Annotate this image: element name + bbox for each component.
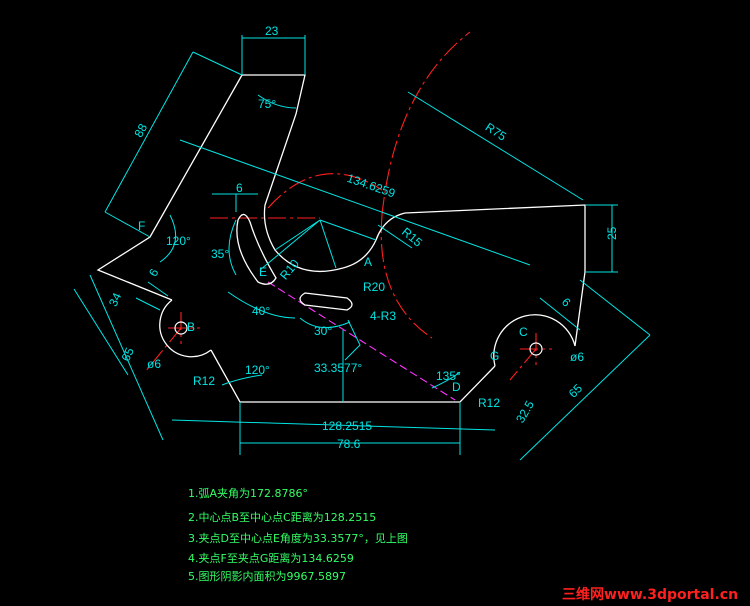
outline-right — [404, 204, 586, 347]
dim-120-f: 120° — [166, 234, 191, 248]
dim-1282: 128.2515 — [322, 419, 372, 433]
dim-34: 34 — [106, 290, 124, 308]
r75-arc-centerline — [381, 31, 471, 216]
centerline-b-diag — [144, 327, 182, 373]
dim-40-angle: 40° — [252, 304, 270, 318]
dimension-lines — [73, 35, 651, 461]
note-4: 4.夹点F至夹点G距离为134.6259 — [188, 551, 354, 565]
point-a: A — [364, 255, 372, 269]
dim-slot-leader — [344, 319, 361, 361]
outline-straight-slot — [299, 292, 353, 311]
dim-40-arc — [227, 291, 296, 319]
dim-25: 25 — [605, 226, 619, 240]
dim-1282-line — [171, 419, 496, 431]
r20-arc-centerline — [267, 173, 383, 209]
magenta-construction-line — [267, 281, 456, 401]
note-1: 1.弧A夹角为172.8786° — [188, 486, 308, 500]
dim-dia-c: ø6 — [570, 350, 584, 364]
dim-135-arc — [431, 371, 461, 389]
note-3: 3.夹点D至中心点E角度为33.3577°，见上图 — [188, 531, 408, 545]
dim-slot: 4-R3 — [370, 309, 396, 323]
dim-120-arc-bottom — [221, 374, 263, 386]
dim-120-bottom: 120° — [245, 363, 270, 377]
point-e: E — [259, 265, 267, 279]
dim-r75-leader — [407, 91, 584, 201]
dim-786: 78.6 — [337, 437, 361, 451]
dim-35-angle: 35° — [211, 247, 229, 261]
point-f: F — [138, 219, 145, 233]
dim-r20: R20 — [363, 280, 385, 294]
dim-75-angle: 75° — [258, 97, 276, 111]
dim-35-arc — [228, 219, 237, 276]
dim-30-arc — [299, 317, 351, 329]
dim-r12-b: R12 — [193, 374, 215, 388]
r75-arc-centerline-lower — [380, 214, 433, 339]
dim-65-right-lines — [519, 279, 651, 461]
watermark: 三维网www.3dportal.cn — [562, 586, 738, 603]
dim-6-top — [212, 193, 258, 212]
dim-6-right — [539, 297, 581, 331]
dim-r15-leader — [377, 224, 413, 249]
dim-23-lines — [241, 35, 306, 75]
dim-25-lines — [585, 204, 618, 273]
radial-lines — [259, 219, 377, 271]
point-b: B — [187, 320, 195, 334]
dim-88-lines — [104, 51, 243, 238]
point-d: D — [452, 380, 461, 394]
point-g: G — [490, 349, 499, 363]
outline-bottom — [210, 349, 496, 403]
dim-75-arc — [257, 94, 297, 109]
outline-left-edge — [96, 74, 243, 301]
dim-23: 23 — [265, 24, 279, 38]
dim-135-angle: 135° — [436, 369, 461, 383]
centerlines — [144, 31, 552, 381]
outline-b-arc — [159, 299, 212, 358]
note-5: 5.图形阴影内面积为9967.5897 — [188, 569, 346, 583]
dim-120-arc-f — [159, 214, 177, 263]
note-2: 2.中心点B至中心点C距离为128.2515 — [188, 510, 376, 524]
hole-b — [174, 321, 188, 335]
dim-dia-b: ø6 — [147, 357, 161, 371]
dim-65-left: 65 — [119, 345, 137, 363]
outline-curved-slot — [236, 213, 277, 285]
dim-left-lengths — [73, 274, 164, 441]
dim-chord-line — [179, 139, 531, 266]
dim-30-angle: 30° — [314, 324, 332, 338]
outline-top-tab — [242, 74, 306, 206]
dim-88: 88 — [131, 121, 150, 140]
hole-c — [529, 342, 543, 356]
dim-6-top: 6 — [236, 181, 243, 195]
dim-33-angle: 33.3577° — [314, 361, 362, 375]
point-c: C — [519, 325, 528, 339]
outline-c-arc — [493, 314, 576, 367]
dim-r12-g: R12 — [478, 396, 500, 410]
dim-6-left — [135, 281, 169, 311]
centerline-c-diag — [509, 348, 537, 381]
